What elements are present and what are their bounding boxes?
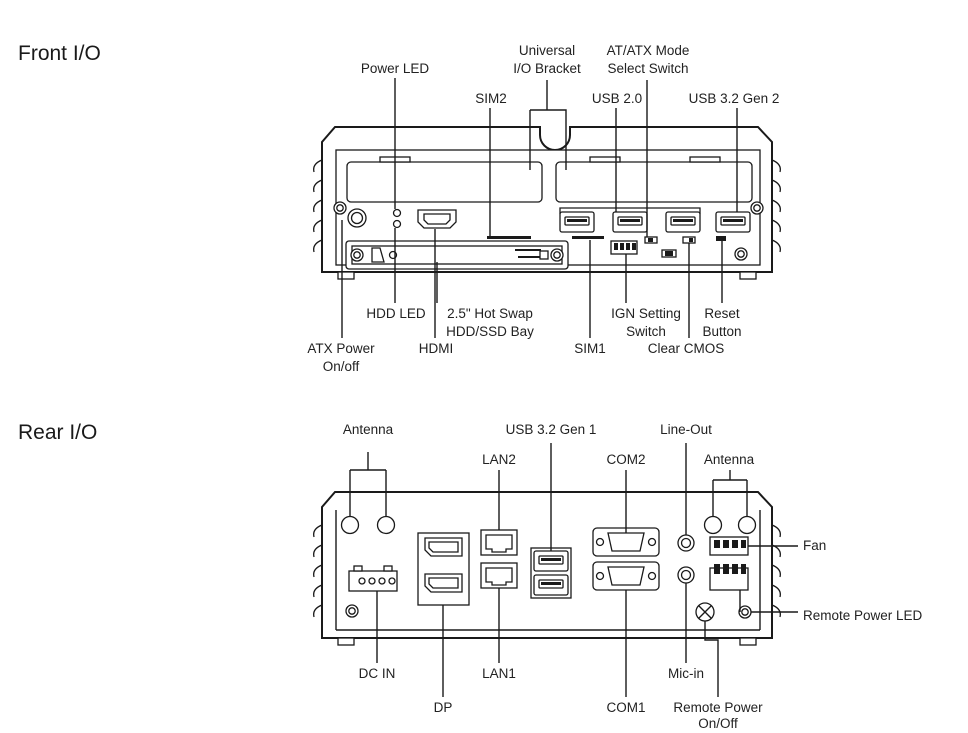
label-universal-1: Universal: [518, 43, 576, 58]
sim1-slot-icon: [572, 236, 604, 239]
usb-port-icon: [533, 550, 569, 572]
usb-port-icon: [533, 574, 569, 596]
label-remote-power-led: Remote Power LED: [803, 608, 923, 623]
label-power-led: Power LED: [360, 61, 430, 76]
power-led-icon: [392, 208, 402, 218]
label-sim1: SIM1: [574, 341, 606, 356]
label-ign-2: Switch: [626, 324, 666, 339]
label-hdd-led: HDD LED: [366, 306, 426, 321]
db9-port-icon: [592, 527, 660, 557]
antenna-hole-icon: [737, 515, 757, 535]
remote-terminal-icon: [709, 564, 749, 591]
label-reset-1: Reset: [704, 306, 740, 321]
front-leaders: [341, 78, 738, 338]
sim2-slot-icon: [487, 236, 531, 239]
label-antenna-left: Antenna: [342, 422, 394, 437]
label-hdmi: HDMI: [418, 341, 454, 356]
usb-port-icon: [559, 211, 595, 233]
label-usb32gen1: USB 3.2 Gen 1: [505, 422, 597, 437]
front-io-heading: Front I/O: [18, 42, 101, 65]
screw-icon: [333, 201, 347, 215]
screw-icon: [734, 247, 748, 261]
screw-icon: [345, 604, 359, 618]
label-com2: COM2: [606, 452, 646, 467]
antenna-hole-icon: [376, 515, 396, 535]
label-reset-2: Button: [702, 324, 742, 339]
label-atx-mode-2: Select Switch: [607, 61, 689, 76]
label-hotswap-1: 2.5" Hot Swap: [447, 306, 533, 321]
label-universal-2: I/O Bracket: [513, 61, 581, 76]
screw-icon: [750, 201, 764, 215]
label-lan1: LAN1: [482, 666, 516, 681]
db9-port-icon: [592, 561, 660, 591]
front-chassis: [313, 126, 781, 280]
label-ign-1: IGN Setting: [611, 306, 681, 321]
usb-port-icon: [665, 211, 701, 233]
label-usb20: USB 2.0: [591, 91, 643, 106]
hdmi-port-icon: [417, 209, 457, 229]
displayport-icon: [424, 537, 463, 557]
hdd-led-icon: [392, 219, 402, 229]
rear-io-heading: Rear I/O: [18, 421, 98, 444]
label-usb32gen2: USB 3.2 Gen 2: [688, 91, 780, 106]
label-antenna-right: Antenna: [703, 452, 755, 467]
label-atx-power-1: ATX Power: [307, 341, 375, 356]
label-mic-in: Mic-in: [668, 666, 704, 681]
label-remote-power-1: Remote Power: [673, 700, 763, 715]
label-dp: DP: [433, 700, 453, 715]
label-remote-power-2: On/Off: [698, 716, 738, 731]
displayport-icon: [424, 573, 463, 593]
rj45-port-icon: [480, 529, 518, 556]
label-atx-mode-1: AT/ATX Mode: [606, 43, 690, 58]
label-line-out: Line-Out: [660, 422, 712, 437]
screw-icon: [738, 605, 752, 619]
antenna-hole-icon: [340, 515, 360, 535]
usb-port-icon: [715, 211, 751, 233]
label-fan: Fan: [803, 538, 827, 553]
rj45-port-icon: [480, 562, 518, 589]
label-hotswap-2: HDD/SSD Bay: [446, 324, 534, 339]
fan-connector-icon: [709, 536, 749, 556]
rear-leaders: [349, 443, 798, 697]
label-lan2: LAN2: [482, 452, 516, 467]
label-dc-in: DC IN: [358, 666, 396, 681]
antenna-hole-icon: [703, 515, 723, 535]
terminal-block-icon: [348, 565, 398, 592]
rear-chassis: [313, 491, 781, 646]
label-com1: COM1: [606, 700, 646, 715]
label-sim2: SIM2: [475, 91, 507, 106]
usb-port-icon: [612, 211, 648, 233]
label-clear-cmos: Clear CMOS: [647, 341, 725, 356]
label-atx-power-2: On/off: [322, 359, 360, 374]
